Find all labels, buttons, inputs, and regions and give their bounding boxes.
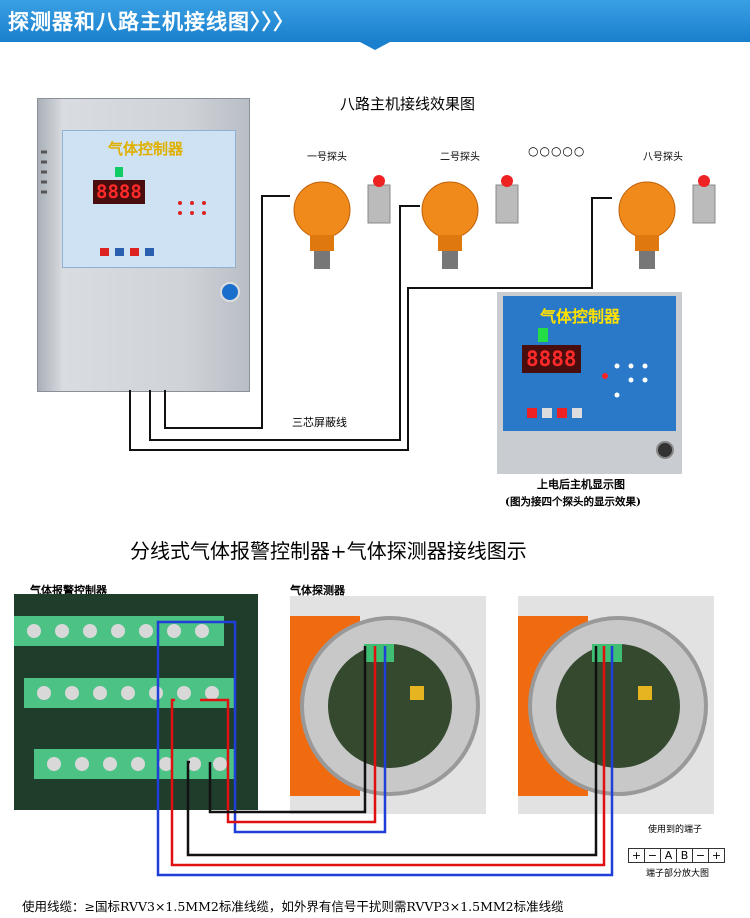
terminal-zoom: + − A B − + bbox=[628, 848, 725, 863]
detector-photo-2 bbox=[518, 596, 714, 814]
probe-label-8: 八号探头 bbox=[643, 152, 683, 163]
terminal-a: A bbox=[661, 849, 677, 862]
gas-probe-1-icon bbox=[293, 175, 391, 269]
terminal-minus-2: − bbox=[693, 849, 709, 862]
gas-probe-2-icon bbox=[421, 175, 519, 269]
gas-probe-8-icon bbox=[618, 175, 716, 269]
terminal-plus-1: + bbox=[629, 849, 645, 862]
dots-ellipsis: ○○○○○ bbox=[528, 144, 586, 158]
terminal-zoom-caption: 端子部分放大图 bbox=[646, 869, 710, 879]
terminal-b: B bbox=[677, 849, 693, 862]
header-bar bbox=[0, 0, 750, 42]
top-wiring bbox=[129, 195, 612, 451]
detector-photo-1 bbox=[290, 596, 486, 814]
vent-slots bbox=[41, 150, 47, 194]
header-notch bbox=[0, 42, 750, 50]
terminal-plus-2: + bbox=[711, 849, 722, 862]
panel-indicators bbox=[100, 167, 206, 256]
terminal-blocks-icon bbox=[14, 616, 234, 779]
header-title: 探测器和八路主机接线图〉〉〉 bbox=[8, 10, 295, 34]
cable-label: 三芯屏蔽线 bbox=[292, 416, 347, 429]
probe-label-2: 二号探头 bbox=[440, 152, 480, 163]
closeup-brand: 气体控制器 bbox=[540, 307, 621, 326]
terminal-caption: 使用到的端子 bbox=[648, 825, 703, 835]
probe-label-1: 一号探头 bbox=[307, 152, 347, 163]
display-note: (图为接四个探头的显示效果) bbox=[505, 496, 641, 508]
closeup-indicators bbox=[527, 328, 674, 459]
display-caption: 上电后主机显示图 bbox=[537, 478, 625, 491]
terminal-minus-1: − bbox=[645, 849, 661, 862]
top-diagram-title: 八路主机接线效果图 bbox=[340, 95, 476, 113]
key-lock-icon bbox=[220, 282, 240, 302]
bottom-diagram-title: 分线式气体报警控制器+气体探测器接线图示 bbox=[130, 539, 527, 563]
bottom-wiring bbox=[156, 620, 614, 877]
controller-photo-label: 气体报警控制器 bbox=[30, 584, 107, 597]
panel-brand: 气体控制器 bbox=[108, 140, 184, 158]
footer-cable-spec: 使用线缆：≥国标RVV3×1.5MM2标准线缆，如外界有信号干扰则需RVVP3×… bbox=[22, 899, 564, 914]
main-display: 8888 bbox=[93, 180, 145, 204]
closeup-display: 8888 bbox=[522, 345, 581, 373]
controller-front-panel bbox=[62, 130, 236, 268]
detector-photo-label: 气体探测器 bbox=[290, 584, 345, 597]
